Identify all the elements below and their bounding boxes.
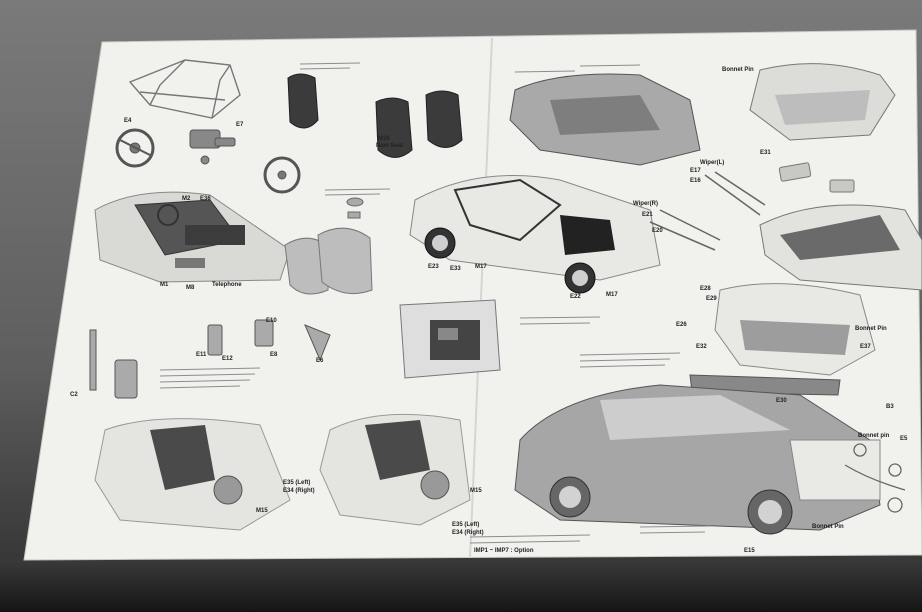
paper-fold [469, 37, 493, 559]
wheel-arch-parts-diagram [284, 227, 373, 295]
steering-wheel-2-diagram [263, 156, 301, 194]
label-e22: E22 [570, 294, 581, 300]
label-e23: E23 [428, 264, 439, 270]
label-bonnet-pin-1: Bonnet Pin [722, 67, 754, 73]
small-clips-diagram [844, 443, 906, 513]
label-e8: E8 [270, 352, 278, 358]
label-e21: E21 [642, 212, 653, 218]
suspension-parts-diagram [89, 319, 331, 399]
label-e34-right-2: E34 (Right) [452, 530, 484, 536]
label-e33: E33 [450, 266, 461, 272]
label-m16: M16 [378, 136, 390, 142]
wiper-parts-diagram [649, 171, 766, 251]
label-option: IMP1 ~ IMP7 : Option [474, 548, 534, 554]
label-navi-seat: Navi Seat [376, 143, 404, 149]
label-e4: E4 [124, 118, 132, 124]
label-e15: E15 [744, 548, 755, 554]
label-bonnet-pin-2: Bonnet Pin [855, 326, 887, 332]
label-m8: M8 [186, 285, 195, 291]
label-m2: M2 [182, 196, 191, 202]
label-e35-left: E35 (Left) [283, 480, 311, 486]
complete-car-diagram [514, 384, 881, 535]
label-wiper-left: Wiper(L) [700, 160, 725, 166]
body-shell-diagram [509, 73, 701, 166]
instruction-text-blocks [159, 62, 711, 544]
label-wiper-right: Wiper(R) [633, 201, 658, 207]
label-e10: E10 [266, 318, 277, 324]
label-e16: E16 [690, 178, 701, 184]
roll-cage-diagram [128, 59, 241, 119]
label-e6: E6 [316, 358, 324, 364]
label-e7: E7 [236, 122, 244, 128]
label-e36: E36 [200, 196, 211, 202]
steering-wheel-diagram [115, 128, 155, 168]
label-b3: B3 [886, 404, 894, 410]
table-edge [0, 560, 922, 612]
chassis-with-cage-diagram [409, 175, 661, 294]
label-e32: E32 [696, 344, 707, 350]
label-e26: E26 [676, 322, 687, 328]
label-m15: M15 [256, 508, 268, 514]
label-e35-left-2: E35 (Left) [452, 522, 480, 528]
label-bonnet-pin-3: Bonnet Pin [812, 524, 844, 530]
hood-windshield-diagram [759, 204, 922, 291]
label-e5: E5 [900, 436, 908, 442]
label-m17-b: M17 [606, 292, 618, 298]
rear-wing-diagram [749, 63, 896, 141]
label-e17: E17 [690, 168, 701, 174]
label-e20: E20 [652, 228, 663, 234]
seat-install-diagram [94, 418, 291, 531]
label-e11: E11 [196, 352, 207, 358]
seat-rail-diagram [346, 197, 364, 219]
label-m1: M1 [160, 282, 169, 288]
engine-bay-diagram [399, 299, 501, 379]
label-c2: C2 [70, 392, 78, 398]
label-m17: M17 [475, 264, 487, 270]
steering-column-diagram [189, 129, 236, 165]
label-telephone: Telephone [212, 282, 242, 288]
label-e34-right: E34 (Right) [283, 488, 315, 494]
front-bumper-diagram [689, 283, 876, 396]
label-e37: E37 [860, 344, 871, 350]
seat-diagram [287, 73, 463, 158]
label-e29: E29 [706, 296, 717, 302]
label-bonnet-pin-jp: Bonnet pin [858, 433, 890, 439]
small-bracket-diagram [778, 162, 855, 193]
label-e12: E12 [222, 356, 233, 362]
label-e28: E28 [700, 286, 711, 292]
label-e31: E31 [760, 150, 771, 156]
label-e30: E30 [776, 398, 787, 404]
seat-install-2-diagram [319, 413, 471, 526]
label-m15-b: M15 [470, 488, 482, 494]
interior-dashboard-diagram [94, 191, 291, 283]
